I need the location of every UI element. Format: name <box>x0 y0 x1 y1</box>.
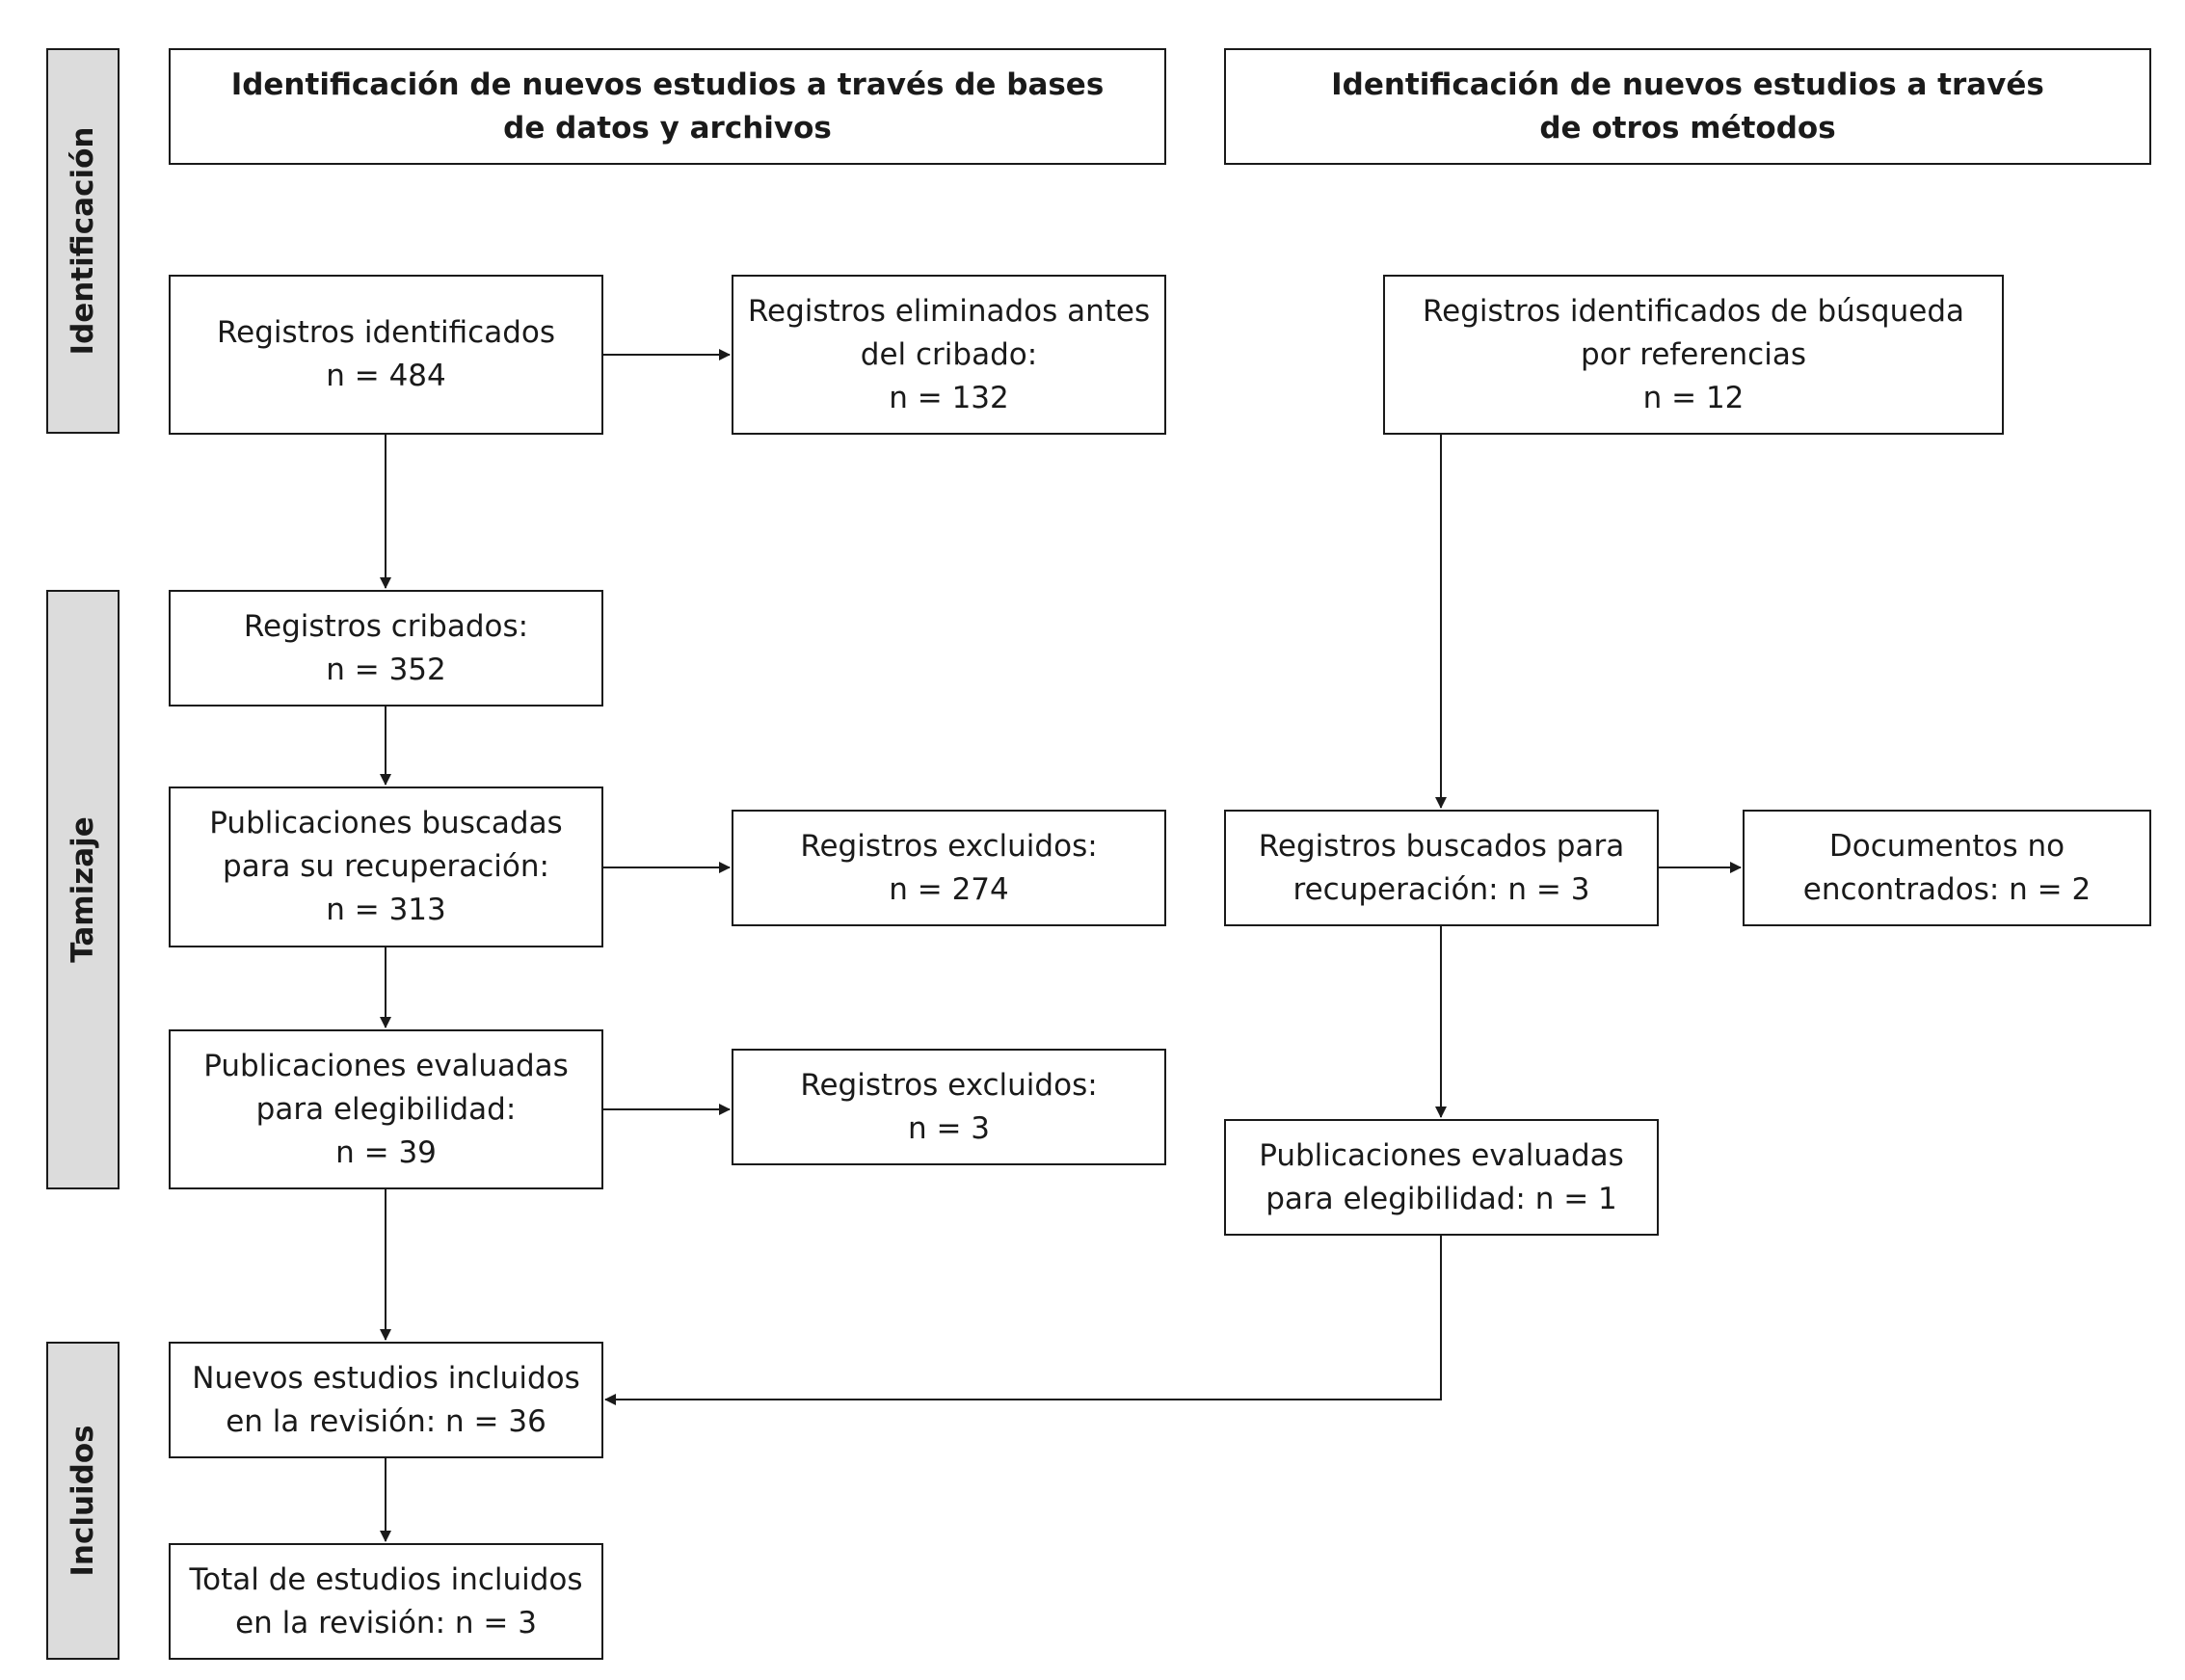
box-documentos-no-encontrados: Documentos no encontrados: n = 2 <box>1743 810 2151 926</box>
box-line: Registros identificados <box>217 315 555 350</box>
box-nuevos-estudios-incluidos: Nuevos estudios incluidos en la revisión… <box>169 1342 603 1458</box>
phase-tamizaje: Tamizaje <box>46 590 120 1189</box>
box-line: Publicaciones buscadas <box>209 806 563 840</box>
header-databases: Identificación de nuevos estudios a trav… <box>169 48 1166 165</box>
box-line: Registros identificados de búsqueda <box>1423 293 1964 329</box>
box-registros-cribados: Registros cribados: n = 352 <box>169 590 603 707</box>
box-line: n = 274 <box>889 871 1009 907</box>
box-line: n = 484 <box>326 359 446 393</box>
phase-incluidos: Incluidos <box>46 1342 120 1660</box>
box-line: n = 12 <box>1642 380 1745 415</box>
box-line: n = 352 <box>326 652 446 687</box>
box-registros-excluidos-3: Registros excluidos: n = 3 <box>732 1049 1166 1165</box>
box-line: en la revisión: n = 3 <box>235 1605 537 1640</box>
box-line: n = 313 <box>326 893 446 927</box>
box-line: Registros cribados: <box>243 608 529 644</box>
box-line: Nuevos estudios incluidos <box>192 1360 580 1396</box>
box-line: Registros eliminados antes <box>747 293 1151 329</box>
arrow-evaluadas-right-to-nuevos <box>604 1236 1442 1405</box>
box-line: para elegibilidad: n = 1 <box>1266 1181 1617 1216</box>
box-line: por referencias <box>1581 336 1806 372</box>
box-line: n = 3 <box>907 1110 991 1146</box>
box-line: para elegibilidad: <box>255 1091 517 1127</box>
box-line: en la revisión: n = 36 <box>226 1403 546 1439</box>
box-registros-excluidos-274: Registros excluidos: n = 274 <box>732 810 1166 926</box>
box-line: Registros buscados para <box>1258 828 1625 864</box>
box-publicaciones-buscadas: Publicaciones buscadas para su recuperac… <box>169 787 603 947</box>
phase-identificacion: Identificación <box>46 48 120 434</box>
box-line: Publicaciones evaluadas <box>203 1048 569 1083</box>
box-line: n = 132 <box>889 380 1009 415</box>
box-registros-eliminados: Registros eliminados antes del cribado: … <box>732 275 1166 435</box>
box-line: Documentos no <box>1828 828 2065 864</box>
header-other-methods-line-1: Identificación de nuevos estudios a trav… <box>1331 67 2044 102</box>
header-databases-line-2: de datos y archivos <box>503 110 832 146</box>
box-line: Registros excluidos: <box>800 828 1098 864</box>
box-publicaciones-evaluadas-left: Publicaciones evaluadas para elegibilida… <box>169 1029 603 1189</box>
box-line: recuperación: n = 3 <box>1292 871 1590 907</box>
box-line: encontrados: n = 2 <box>1802 871 2092 907</box>
header-other-methods-line-2: de otros métodos <box>1539 110 1836 146</box>
header-other-methods: Identificación de nuevos estudios a trav… <box>1224 48 2151 165</box>
box-registros-identificados: Registros identificados n = 484 <box>169 275 603 435</box>
box-line: Total de estudios incluidos <box>189 1561 583 1597</box>
box-line: del cribado: <box>860 336 1038 372</box>
box-publicaciones-evaluadas-right: Publicaciones evaluadas para elegibilida… <box>1224 1119 1659 1236</box>
box-line: Registros excluidos: <box>800 1067 1098 1103</box>
box-registros-buscados-recuperacion: Registros buscados para recuperación: n … <box>1224 810 1659 926</box>
box-total-estudios-incluidos: Total de estudios incluidos en la revisi… <box>169 1543 603 1660</box>
box-line: para su recuperación: <box>223 849 549 884</box>
box-registros-busqueda-referencias: Registros identificados de búsqueda por … <box>1383 275 2004 435</box>
box-line: n = 39 <box>335 1134 437 1170</box>
header-databases-line-1: Identificación de nuevos estudios a trav… <box>230 67 1105 102</box>
box-line: Publicaciones evaluadas <box>1259 1137 1624 1173</box>
